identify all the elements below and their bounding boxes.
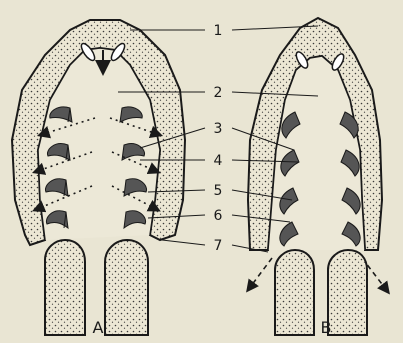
panel-b-label: B — [321, 318, 332, 337]
panel-a-label: A — [93, 318, 104, 337]
label-2: 2 — [214, 85, 223, 101]
panel-b-outflow-arrow-left — [248, 258, 272, 290]
label-4: 4 — [214, 153, 223, 169]
label-5: 5 — [214, 183, 223, 199]
panel-b-drawing — [248, 18, 388, 335]
label-7: 7 — [214, 238, 223, 254]
panel-a-lobe-left — [45, 240, 85, 335]
panel-b-lobe-left — [275, 250, 314, 335]
label-6: 6 — [214, 208, 223, 224]
panel-a-drawing — [12, 20, 185, 335]
panel-b-lobe-right — [328, 250, 367, 335]
label-1: 1 — [214, 23, 223, 39]
panel-a-lobe-right — [105, 240, 148, 335]
label-3: 3 — [214, 121, 223, 137]
